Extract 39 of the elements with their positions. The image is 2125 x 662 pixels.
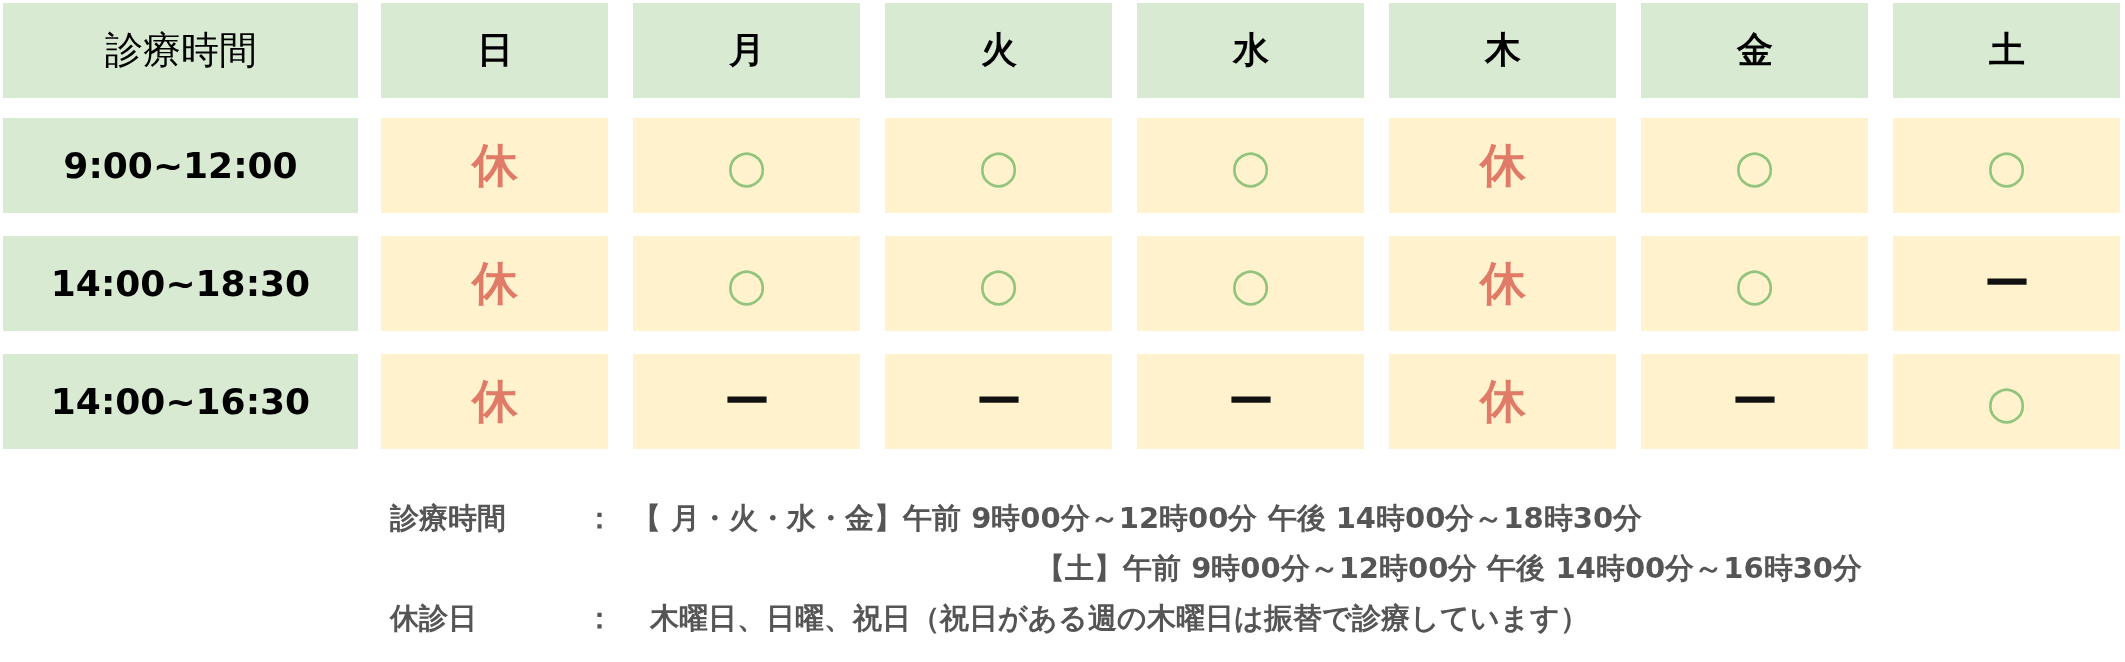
schedule-cell: 休 [1389, 354, 1616, 449]
schedule-cell: ○ [633, 236, 860, 331]
schedule-cell: ー [1893, 236, 2120, 331]
schedule-cell: 休 [1389, 118, 1616, 213]
schedule-cell: ○ [633, 118, 860, 213]
header-cell: 日 [381, 3, 608, 98]
time-cell: 9:00~12:00 [3, 118, 358, 213]
schedule-cell: ○ [885, 118, 1112, 213]
header-cell: 火 [885, 3, 1112, 98]
colon: ： [585, 600, 614, 636]
colon: ： [585, 500, 614, 536]
schedule-cell: ○ [885, 236, 1112, 331]
schedule-cell: ー [885, 354, 1112, 449]
schedule-cell: ー [1641, 354, 1868, 449]
schedule-cell: ○ [1641, 118, 1868, 213]
note-heading: 診療時間 [390, 500, 506, 536]
schedule-cell: ○ [1893, 354, 2120, 449]
schedule-cell: ー [1137, 354, 1364, 449]
note-text: 木曜日、日曜、祝日（祝日がある週の木曜日は振替で診療しています） [650, 600, 1589, 636]
schedule-cell: ○ [1893, 118, 2120, 213]
header-cell: 木 [1389, 3, 1616, 98]
schedule-cell: ○ [1641, 236, 1868, 331]
schedule-cell: 休 [1389, 236, 1616, 331]
header-cell: 金 [1641, 3, 1868, 98]
header-cell: 水 [1137, 3, 1364, 98]
note-heading: 休診日 [390, 600, 477, 636]
schedule-cell: ー [633, 354, 860, 449]
schedule-cell: ○ [1137, 118, 1364, 213]
time-cell: 14:00~16:30 [3, 354, 358, 449]
header-cell: 診療時間 [3, 3, 358, 98]
schedule-cell: 休 [381, 236, 608, 331]
schedule-cell: ○ [1137, 236, 1364, 331]
note-text: 【土】午前 9時00分～12時00分 午後 14時00分～16時30分 [1036, 550, 1862, 586]
header-cell: 月 [633, 3, 860, 98]
schedule-cell: 休 [381, 354, 608, 449]
header-cell: 土 [1893, 3, 2120, 98]
schedule-cell: 休 [381, 118, 608, 213]
time-cell: 14:00~18:30 [3, 236, 358, 331]
note-text: 【 月・火・水・金】午前 9時00分～12時00分 午後 14時00分～18時30分 [632, 500, 1643, 536]
